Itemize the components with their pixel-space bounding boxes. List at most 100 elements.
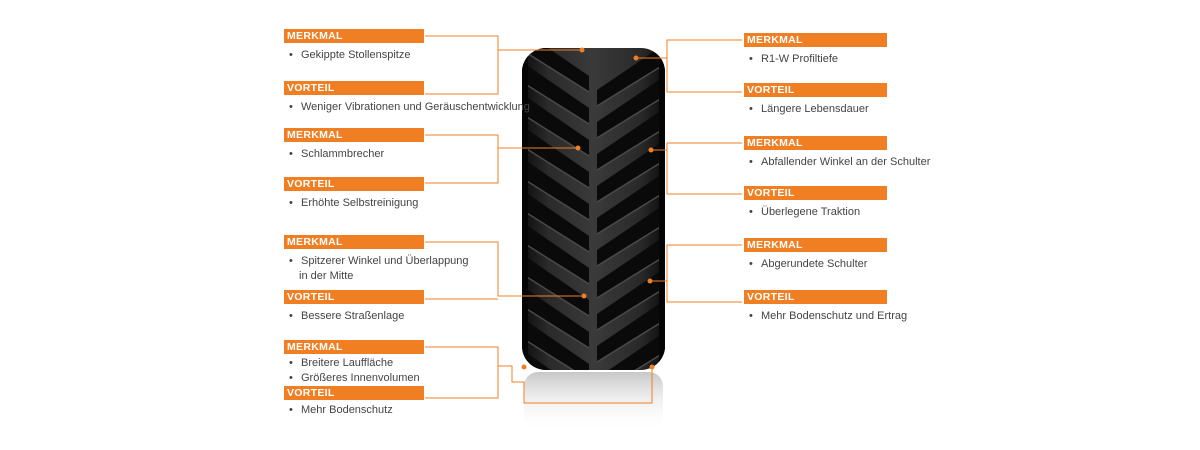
feature-item: •Abgerundete Schulter <box>749 258 868 270</box>
benefit-item: •Weniger Vibrationen und Geräuschentwick… <box>289 101 530 113</box>
feature-item: •Schlammbrecher <box>289 148 385 160</box>
tread-lug-edge <box>596 287 665 331</box>
tread-lug-edge <box>596 159 665 203</box>
benefit-label: VORTEIL <box>284 290 424 304</box>
connector-dot <box>581 293 587 299</box>
feature-item: •Abfallender Winkel an der Schulter <box>749 156 931 168</box>
benefit-item: •Erhöhte Selbstreinigung <box>289 197 419 209</box>
tread-lug-edge <box>596 191 665 235</box>
callout-right-1: MERKMAL •R1-W Profiltiefe VORTEIL •Länge… <box>744 33 1004 116</box>
benefit-item: •Überlegene Traktion <box>749 206 861 218</box>
tread-lug <box>597 76 665 138</box>
connector-line <box>666 150 742 195</box>
connector-dot <box>575 145 581 151</box>
connector-line <box>425 241 584 297</box>
tread-lug-edge <box>522 305 590 349</box>
feature-item-continued: in der Mitte <box>299 270 354 282</box>
tread-lug <box>522 350 589 370</box>
connector-dot <box>521 364 527 370</box>
tread-lug <box>522 286 589 348</box>
tread-lug <box>597 140 665 202</box>
tread-lug <box>597 268 665 330</box>
feature-item: •Spitzerer Winkel und Überlappung <box>289 255 469 267</box>
feature-label: MERKMAL <box>284 29 424 43</box>
tread-lug <box>522 158 589 220</box>
callout-left-1: MERKMAL •Gekippte Stollenspitze VORTEIL … <box>284 29 544 114</box>
tread-lug-edge <box>522 337 590 370</box>
tread-lug-edge <box>522 81 590 125</box>
connector-dot <box>579 47 585 53</box>
connector-line <box>425 148 499 184</box>
benefit-item: •Bessere Straßenlage <box>289 310 405 322</box>
callout-right-2: MERKMAL •Abfallender Winkel an der Schul… <box>744 136 1004 219</box>
tread-lug-edge <box>522 145 590 189</box>
connector-dot <box>633 55 639 61</box>
feature-label: MERKMAL <box>284 128 424 142</box>
benefit-label: VORTEIL <box>744 83 887 97</box>
feature-label: MERKMAL <box>744 136 887 150</box>
connector-line <box>650 244 742 282</box>
tread-lug-edge <box>522 241 590 285</box>
feature-item: •Größeres Innenvolumen <box>289 372 420 384</box>
callout-right-3: MERKMAL •Abgerundete Schulter VORTEIL •M… <box>744 238 1004 323</box>
feature-item: •R1-W Profiltiefe <box>749 53 839 65</box>
feature-item: •Breitere Lauffläche <box>289 357 394 369</box>
tread-lug <box>522 48 589 92</box>
callout-left-3: MERKMAL •Spitzerer Winkel und Überlappun… <box>284 235 544 323</box>
tread-lug-edge <box>596 351 665 370</box>
tread-lug <box>597 236 665 298</box>
tread-lug <box>522 222 589 284</box>
benefit-label: VORTEIL <box>744 290 887 304</box>
tread-lug-edge <box>522 209 590 253</box>
connector-line <box>651 142 742 151</box>
tread-lug <box>522 254 589 316</box>
connector-line <box>666 58 742 93</box>
tread-lug <box>597 108 665 170</box>
tread-lug <box>597 204 665 266</box>
benefit-label: VORTEIL <box>284 81 424 95</box>
tread-lug <box>522 62 589 124</box>
feature-label: MERKMAL <box>284 340 424 354</box>
tire-reflection <box>524 372 663 432</box>
benefit-item: •Mehr Bodenschutz <box>289 404 393 416</box>
tread-lug <box>522 318 589 370</box>
connector-dots <box>521 47 655 370</box>
benefit-label: VORTEIL <box>284 386 424 400</box>
tread-lug <box>597 300 665 362</box>
tread-lug <box>522 126 589 188</box>
tire-tread-lugs <box>522 48 665 370</box>
tread-lug <box>597 48 665 106</box>
connector-dot <box>647 278 653 284</box>
benefit-label: VORTEIL <box>744 186 887 200</box>
feature-label: MERKMAL <box>744 238 887 252</box>
connector-line <box>425 346 653 404</box>
connector-line <box>425 134 578 149</box>
connector-line <box>425 50 499 95</box>
tread-lug-edge <box>596 255 665 299</box>
feature-label: MERKMAL <box>284 235 424 249</box>
tread-lug-edge <box>596 223 665 267</box>
tread-lug <box>597 332 665 370</box>
connector-dot <box>649 364 655 370</box>
connector-lines <box>425 35 742 404</box>
tread-lug-edge <box>522 49 590 93</box>
connector-line <box>425 35 582 51</box>
tread-lug-edge <box>522 177 590 221</box>
tread-lug <box>522 94 589 156</box>
benefit-item: •Mehr Bodenschutz und Ertrag <box>749 310 908 322</box>
feature-label: MERKMAL <box>744 33 887 47</box>
tread-lug-edge <box>596 95 665 139</box>
tread-lug-edge <box>596 319 665 363</box>
tread-lug-edge <box>596 63 665 107</box>
tread-lug-edge <box>522 273 590 317</box>
tread-lug-edge <box>596 127 665 171</box>
tread-lug <box>522 190 589 252</box>
feature-item: •Gekippte Stollenspitze <box>289 49 411 61</box>
tread-lug <box>597 172 665 234</box>
connector-line <box>425 366 499 399</box>
connector-dot <box>648 147 654 153</box>
callout-left-2: MERKMAL •Schlammbrecher VORTEIL •Erhöhte… <box>284 128 544 210</box>
callout-left-4: MERKMAL •Breitere Lauffläche •Größeres I… <box>284 340 544 417</box>
connector-line <box>636 39 742 59</box>
